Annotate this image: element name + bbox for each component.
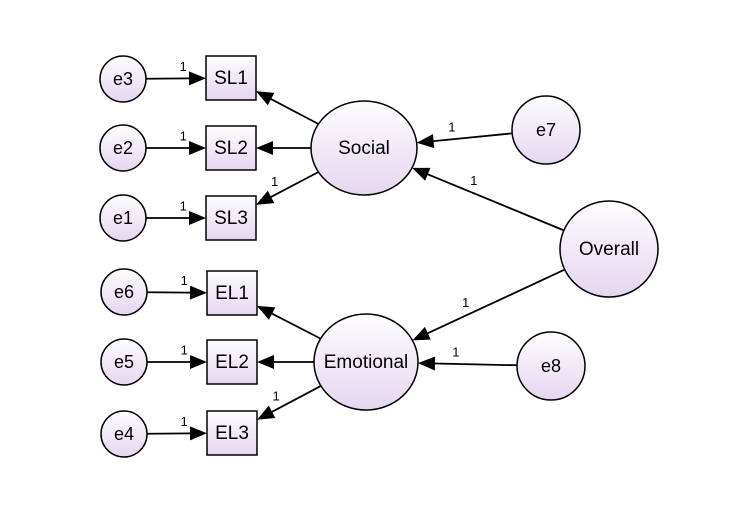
observed-node-sl3 — [205, 195, 257, 241]
path-weight-label: 1 — [181, 342, 188, 357]
arrowhead-e8-to-emotional — [417, 356, 436, 371]
node-label-el1: EL1 — [215, 283, 249, 304]
path-weight-label: 1 — [180, 198, 187, 213]
latent-node-emotional — [313, 313, 419, 411]
path-weight-label: 1 — [181, 273, 188, 288]
node-label-overall: Overall — [579, 239, 639, 260]
arrowhead-social-to-sl1 — [256, 91, 275, 106]
error-node-e7 — [511, 95, 581, 165]
node-label-el2: EL2 — [215, 352, 249, 373]
path-overall-to-emotional — [427, 268, 566, 335]
path-weight-label: 1 — [462, 295, 469, 310]
latent-node-overall — [559, 200, 659, 298]
node-label-sl1: SL1 — [214, 68, 248, 89]
node-label-el3: EL3 — [215, 423, 249, 444]
edges — [145, 71, 566, 441]
node-label-e8: e8 — [541, 356, 561, 376]
arrowhead-e2-to-sl2 — [189, 141, 206, 155]
error-node-e8 — [516, 331, 586, 401]
error-node-e6 — [100, 268, 148, 316]
path-weight-label: 1 — [271, 174, 278, 189]
arrowhead-emotional-to-el2 — [257, 355, 274, 369]
arrowhead-e1-to-sl3 — [189, 211, 206, 225]
node-label-e5: e5 — [114, 352, 134, 372]
error-node-e4 — [100, 410, 148, 458]
error-node-e2 — [99, 124, 147, 172]
path-social-to-sl1 — [270, 98, 319, 125]
arrowhead-e7-to-social — [416, 134, 435, 149]
arrowhead-emotional-to-el1 — [257, 305, 276, 320]
observed-node-el2 — [206, 339, 258, 385]
observed-node-el3 — [206, 410, 258, 456]
observed-node-el1 — [206, 270, 258, 316]
arrowhead-social-to-sl3 — [256, 190, 275, 205]
path-weight-label: 1 — [179, 59, 186, 74]
arrowhead-overall-to-social — [412, 167, 431, 181]
node-label-e7: e7 — [536, 120, 556, 140]
node-label-e6: e6 — [114, 282, 134, 302]
path-social-to-sl3 — [270, 171, 319, 198]
latent-node-social — [310, 100, 418, 196]
path-weight-label: 1 — [273, 389, 280, 404]
path-overall-to-social — [427, 173, 565, 232]
path-weight-label: 1 — [470, 173, 477, 188]
path-weight-label: 1 — [180, 128, 187, 143]
path-e8-to-emotional — [434, 362, 518, 367]
node-label-emotional: Emotional — [324, 352, 409, 373]
error-node-e5 — [100, 338, 148, 386]
arrowhead-overall-to-emotional — [412, 326, 431, 341]
node-label-e1: e1 — [113, 208, 133, 228]
path-weight-label: 1 — [180, 414, 187, 429]
observed-node-sl2 — [205, 125, 257, 171]
arrowhead-e4-to-el3 — [189, 426, 207, 441]
node-label-social: Social — [338, 138, 390, 159]
arrowhead-e6-to-el1 — [189, 285, 207, 300]
path-weight-label: 1 — [448, 120, 455, 135]
arrowhead-e3-to-sl1 — [188, 71, 206, 86]
node-label-e3: e3 — [113, 69, 133, 89]
error-node-e3 — [99, 55, 147, 103]
arrowhead-emotional-to-el3 — [257, 405, 276, 420]
node-label-e4: e4 — [114, 424, 134, 444]
node-label-sl3: SL3 — [214, 208, 248, 229]
error-node-e1 — [99, 194, 147, 242]
edge-labels: 1 1 1 1 1 1 1 1 1 1 1 1 — [179, 59, 477, 429]
path-emotional-to-el3 — [271, 385, 322, 413]
path-e7-to-social — [433, 132, 513, 143]
arrowhead-e5-to-el2 — [190, 355, 207, 369]
observed-node-sl1 — [205, 55, 257, 101]
arrowhead-social-to-sl2 — [256, 141, 273, 155]
node-label-e2: e2 — [113, 138, 133, 158]
node-label-sl2: SL2 — [214, 138, 248, 159]
path-emotional-to-el1 — [271, 312, 321, 340]
path-weight-label: 1 — [452, 344, 459, 359]
